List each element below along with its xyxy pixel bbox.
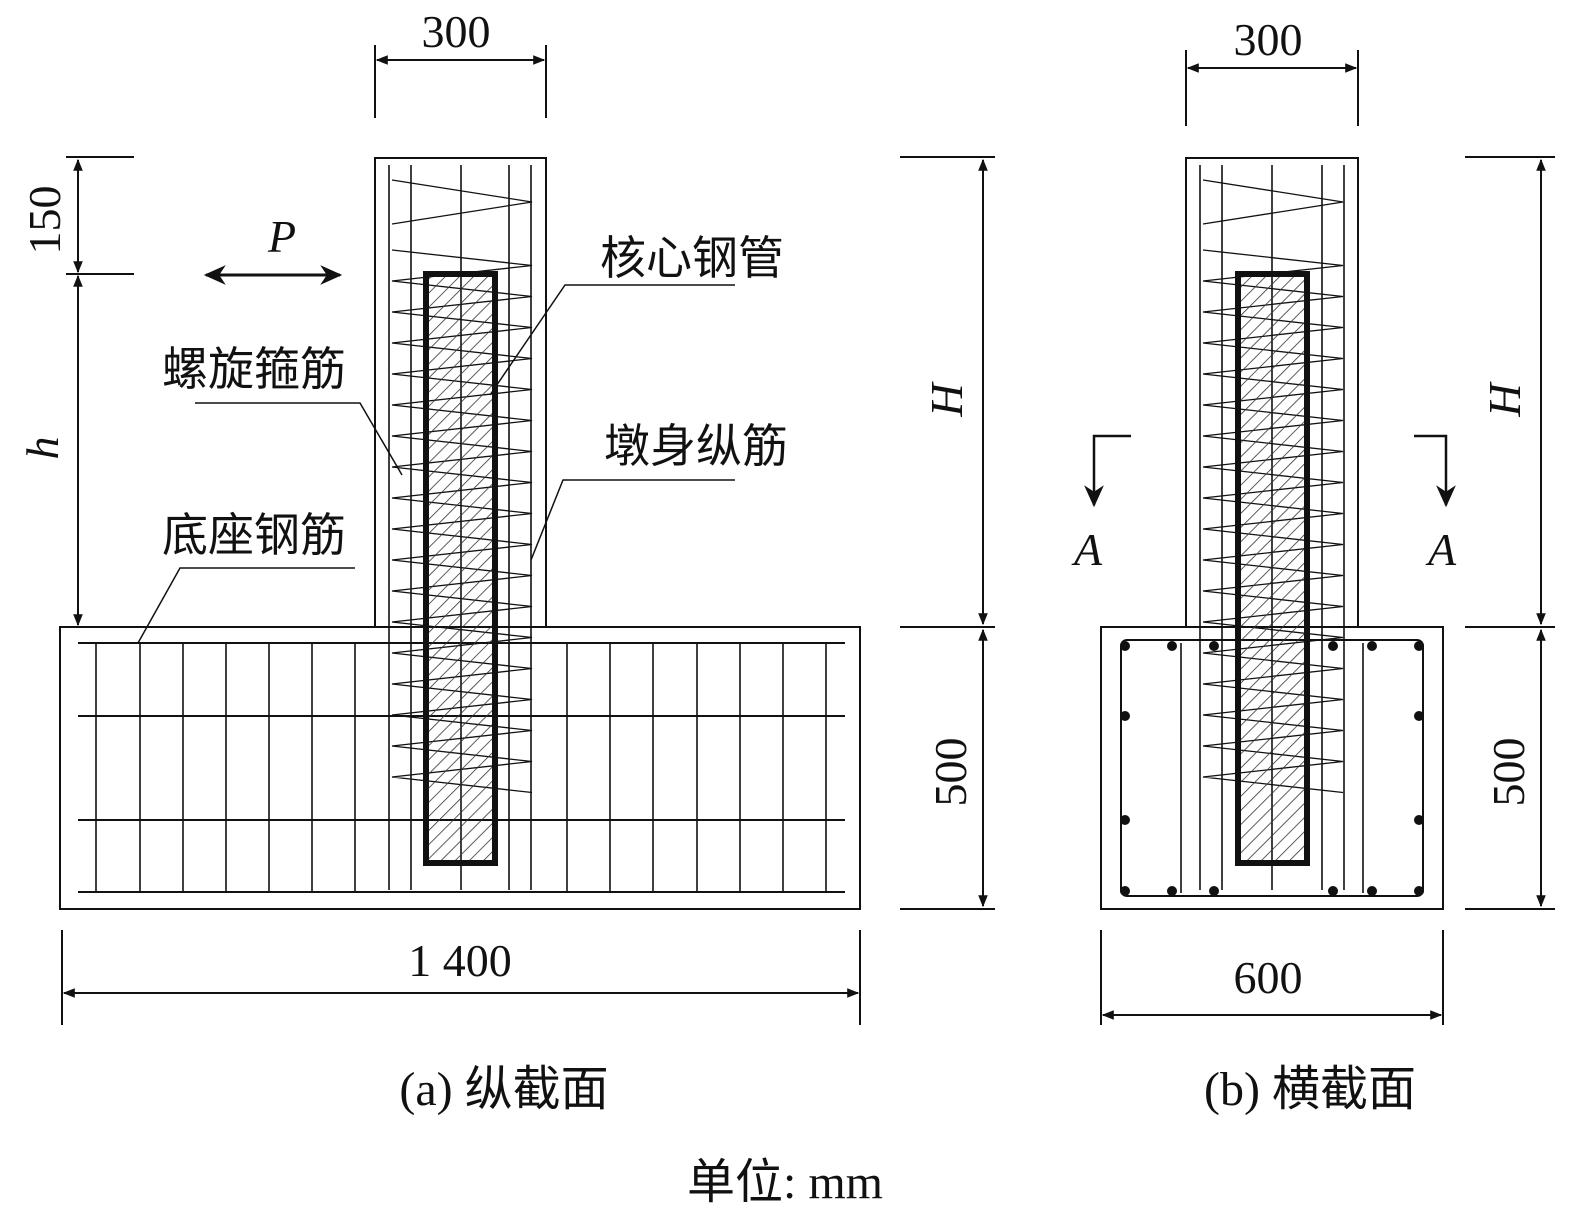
label-base-bar: 底座钢筋 (162, 510, 346, 561)
dim-label-base-width-a: 1 400 (408, 935, 512, 986)
rebar-dot (1209, 641, 1219, 651)
rebar-dot (1120, 815, 1130, 825)
label-pier-long-bar: 墩身纵筋 (604, 421, 788, 472)
caption-b: (b) 横截面 (1204, 1063, 1416, 1116)
base-vertical-bars-a (95, 643, 827, 892)
dim-label-H-b: H (1479, 381, 1530, 418)
dim-label-top-width-b: 300 (1234, 14, 1303, 65)
leader-core-tube: 核心钢管 (489, 233, 784, 396)
dim-left-a: 150 h (17, 156, 134, 627)
label-core-tube: 核心钢管 (600, 233, 784, 284)
rebar-dot (1167, 641, 1177, 651)
caption-a: (a) 纵截面 (399, 1063, 608, 1116)
section-mark-left: A (1071, 434, 1131, 575)
dim-right-b: H 500 (1465, 156, 1555, 910)
dim-label-h: h (17, 437, 68, 460)
section-label-right: A (1425, 524, 1457, 575)
panel-b-transverse-section: 300 A A H 500 600 (b) 横截面 (1071, 14, 1555, 1116)
dim-top-width-b: 300 (1185, 14, 1359, 126)
base-rebar-dots-b (1120, 641, 1424, 896)
rebar-dot (1367, 641, 1377, 651)
rebar-dot (1414, 711, 1424, 721)
dim-label-H-a: H (921, 381, 972, 418)
rebar-dot (1328, 886, 1338, 896)
dim-right-a: H 500 (900, 156, 995, 910)
panel-a-longitudinal-section: 300 150 h P H 500 (17, 6, 995, 1116)
dim-label-base-height-a: 500 (925, 738, 976, 807)
rebar-dot (1120, 711, 1130, 721)
load-arrow-p: P (203, 211, 343, 285)
rebar-dot (1167, 886, 1177, 896)
leader-spiral-stirrup: 螺旋箍筋 (162, 344, 403, 476)
leader-pier-long-bar: 墩身纵筋 (530, 421, 788, 561)
section-label-left: A (1071, 524, 1103, 575)
rebar-dot (1367, 886, 1377, 896)
rebar-dot (1328, 641, 1338, 651)
core-steel-tube-a (423, 271, 498, 866)
rebar-dot (1120, 886, 1130, 896)
dim-label-top-height-a: 150 (19, 186, 70, 255)
dim-label-top-width-a: 300 (422, 6, 491, 57)
rebar-dot (1209, 886, 1219, 896)
leader-base-bar: 底座钢筋 (137, 510, 355, 644)
dim-base-width-a: 1 400 (61, 930, 861, 1025)
unit-label: 单位: mm (687, 1156, 883, 1209)
rebar-dot (1414, 886, 1424, 896)
load-label-p: P (267, 211, 296, 262)
core-steel-tube-b (1235, 271, 1310, 866)
base-inner-bars-b (1180, 643, 1364, 893)
dim-top-width-a: 300 (374, 6, 547, 118)
rebar-dot (1414, 815, 1424, 825)
dim-base-width-b: 600 (1100, 930, 1444, 1025)
rebar-dot (1414, 641, 1424, 651)
dim-label-base-width-b: 600 (1234, 952, 1303, 1003)
section-mark-right: A (1414, 434, 1457, 575)
rebar-dot (1120, 641, 1130, 651)
label-spiral-stirrup: 螺旋箍筋 (162, 344, 346, 395)
dim-label-base-height-b: 500 (1483, 738, 1534, 807)
